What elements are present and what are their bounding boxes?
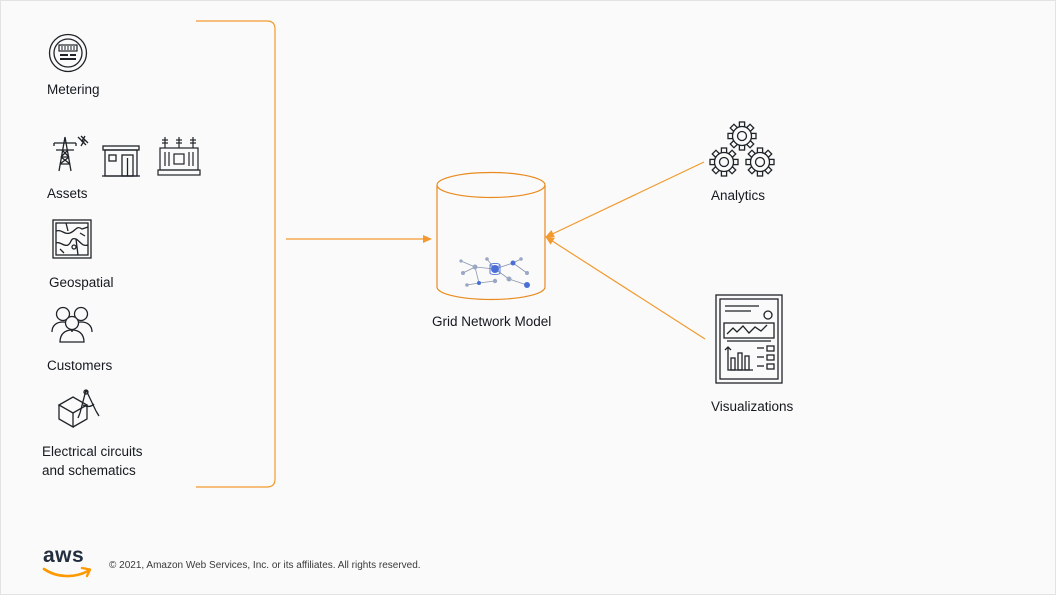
analytics-label: Analytics xyxy=(711,188,766,203)
map-icon xyxy=(52,219,92,259)
drafting-compass-icon xyxy=(57,389,100,429)
visualizations-label: Visualizations xyxy=(711,399,794,414)
visualizations-to-model-arrow xyxy=(545,236,706,340)
gears-icon xyxy=(709,121,775,177)
aws-smile-icon xyxy=(42,566,92,578)
analytics-to-model-arrow xyxy=(545,161,705,238)
geospatial-label: Geospatial xyxy=(49,275,114,290)
users-icon xyxy=(51,306,93,343)
grid-network-model-label: Grid Network Model xyxy=(432,314,552,329)
aws-logo: aws xyxy=(41,544,95,582)
database-cylinder-icon xyxy=(436,171,546,301)
copyright-text: © 2021, Amazon Web Services, Inc. or its… xyxy=(109,560,421,571)
metering-label: Metering xyxy=(47,82,100,97)
assets-label: Assets xyxy=(47,186,88,201)
sources-bracket xyxy=(196,20,276,488)
circuits-label-line1: Electrical circuits xyxy=(42,444,143,459)
substation-building-icon xyxy=(102,145,140,177)
transmission-tower-icon xyxy=(53,135,89,172)
meter-icon xyxy=(48,33,88,73)
dashboard-report-icon xyxy=(715,294,783,384)
transformer-icon xyxy=(157,137,201,176)
circuits-label-line2: and schematics xyxy=(42,463,136,478)
aws-logo-text: aws xyxy=(43,544,85,567)
customers-label: Customers xyxy=(47,358,113,373)
network-graph-icon xyxy=(459,257,530,288)
